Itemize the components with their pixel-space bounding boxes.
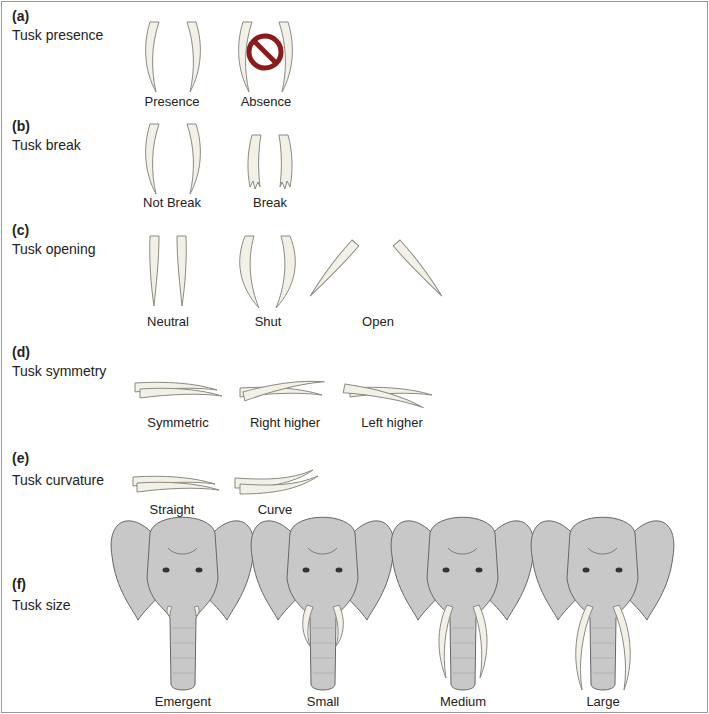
panel-letter: (f) [12, 576, 26, 592]
option-label: Neutral [147, 314, 189, 330]
option-label: Right higher [250, 415, 320, 431]
row-title: Tusk presence [12, 27, 103, 43]
row-title: Tusk opening [12, 241, 96, 257]
option-label: Absence [241, 94, 292, 110]
row-title: Tusk curvature [12, 472, 104, 488]
option-label: Symmetric [147, 415, 208, 431]
row-title: Tusk size [12, 597, 71, 613]
panel-letter: (d) [12, 344, 30, 360]
option-label: Emergent [155, 694, 211, 710]
panel-letter: (b) [12, 118, 30, 134]
option-label: Small [307, 694, 340, 710]
option-label: Shut [255, 314, 282, 330]
row-title: Tusk symmetry [12, 363, 106, 379]
option-label: Left higher [361, 415, 422, 431]
panel-letter: (c) [12, 222, 29, 238]
panel-letter: (a) [12, 8, 29, 24]
row-title: Tusk break [12, 137, 81, 153]
option-label: Presence [145, 94, 200, 110]
option-label: Break [253, 195, 287, 211]
option-label: Curve [258, 502, 293, 518]
option-label: Not Break [143, 195, 201, 211]
option-label: Large [586, 694, 619, 710]
panel-letter: (e) [12, 450, 29, 466]
option-label: Medium [440, 694, 486, 710]
option-label: Straight [150, 502, 195, 518]
option-label: Open [362, 314, 394, 330]
